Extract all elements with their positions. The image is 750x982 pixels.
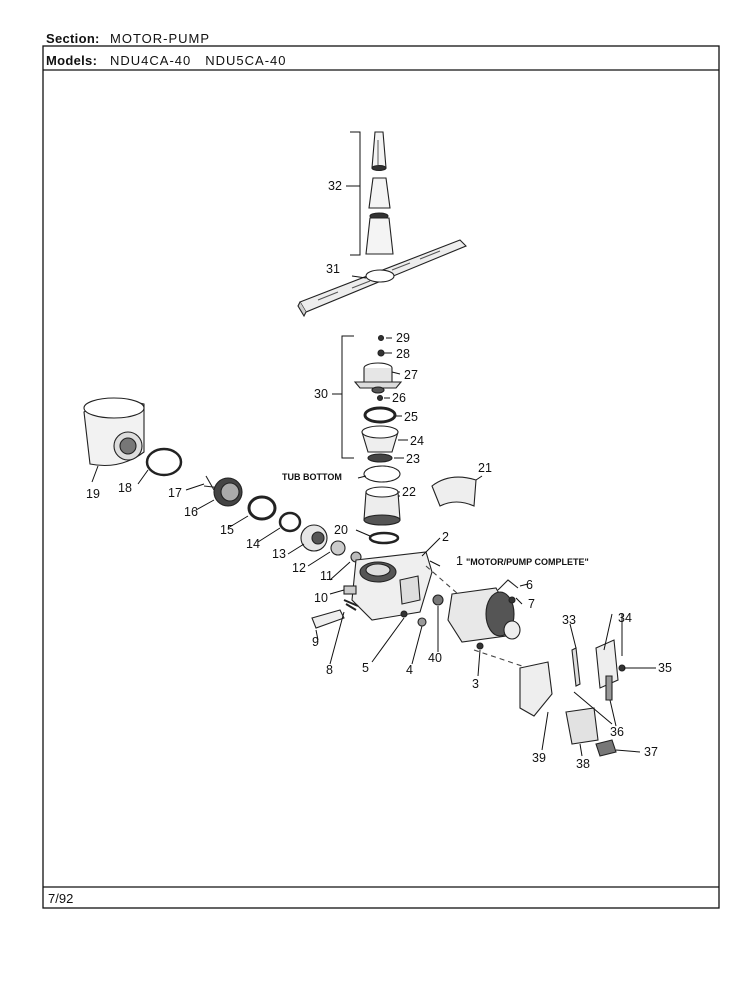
nut-4 xyxy=(417,617,427,627)
model-2: NDU5CA-40 xyxy=(205,53,287,68)
spring xyxy=(343,599,359,611)
spray-arm-tube xyxy=(365,131,394,255)
pump-housing-top xyxy=(363,486,401,526)
label-4: 4 xyxy=(406,663,413,677)
label-16: 16 xyxy=(184,505,198,519)
sump-housing xyxy=(83,397,145,467)
motor-bracket xyxy=(519,661,553,717)
chopper-impeller xyxy=(213,477,243,507)
screw-7 xyxy=(508,596,516,604)
label-25: 25 xyxy=(404,410,418,424)
label-11: 11 xyxy=(320,569,333,583)
grommet-mount xyxy=(565,707,599,745)
pump-impeller xyxy=(300,524,328,552)
label-27: 27 xyxy=(404,368,418,382)
o-ring xyxy=(278,511,302,533)
label-38: 38 xyxy=(576,757,590,771)
model-1: NDU4CA-40 xyxy=(110,53,192,68)
label-32: 32 xyxy=(328,179,342,193)
models-line: Models: NDU4CA-40 NDU5CA-40 xyxy=(46,53,287,68)
nut-40 xyxy=(432,594,444,606)
label-22: 22 xyxy=(402,485,416,499)
motor-pump-complete-label: "MOTOR/PUMP COMPLETE" xyxy=(466,557,589,567)
label-13: 13 xyxy=(272,547,286,561)
lower-spray-arm xyxy=(297,239,467,318)
section-line: Section: MOTOR-PUMP xyxy=(46,31,210,46)
gasket xyxy=(247,495,277,521)
seal xyxy=(330,540,346,556)
label-5: 5 xyxy=(362,661,369,675)
footer-date: 7/92 xyxy=(48,891,74,906)
label-2: 2 xyxy=(442,530,449,544)
label-3: 3 xyxy=(472,677,479,691)
label-34: 34 xyxy=(618,611,632,625)
fitting xyxy=(343,585,357,595)
clamp-ring xyxy=(368,531,400,545)
pump-body xyxy=(351,551,433,621)
label-37: 37 xyxy=(644,745,658,759)
label-20: 20 xyxy=(334,523,348,537)
label-36: 36 xyxy=(610,725,624,739)
label-35: 35 xyxy=(658,661,672,675)
strap xyxy=(571,647,581,687)
label-17: 17 xyxy=(168,486,182,500)
label-26: 26 xyxy=(392,391,406,405)
section-value: MOTOR-PUMP xyxy=(110,31,211,46)
label-19: 19 xyxy=(86,487,100,501)
label-31: 31 xyxy=(326,262,340,276)
label-33: 33 xyxy=(562,613,576,627)
hose-clamp xyxy=(145,447,183,477)
label-28: 28 xyxy=(396,347,410,361)
label-7: 7 xyxy=(528,597,535,611)
tub-bottom-label: TUB BOTTOM xyxy=(282,472,342,482)
label-24: 24 xyxy=(410,434,424,448)
screw-5 xyxy=(400,610,408,618)
label-21: 21 xyxy=(478,461,492,475)
label-9: 9 xyxy=(312,635,319,649)
label-18: 18 xyxy=(118,481,132,495)
drain-hose-elbow xyxy=(431,476,477,507)
motor xyxy=(447,587,521,650)
label-14: 14 xyxy=(246,537,260,551)
models-label: Models: xyxy=(46,53,98,68)
label-29: 29 xyxy=(396,331,410,345)
label-1: 1 xyxy=(456,554,463,568)
assembly-lines xyxy=(425,565,529,669)
page-border xyxy=(42,45,720,909)
label-39: 39 xyxy=(532,751,546,765)
label-8: 8 xyxy=(326,663,333,677)
pin xyxy=(311,609,345,629)
clip-37 xyxy=(595,739,617,757)
label-30: 30 xyxy=(314,387,328,401)
leader-lines xyxy=(91,131,656,757)
spring-36 xyxy=(605,675,613,701)
wire-clip xyxy=(497,579,519,591)
spray-arm-support-stack xyxy=(353,334,403,483)
label-12: 12 xyxy=(292,561,306,575)
label-10: 10 xyxy=(314,591,328,605)
label-23: 23 xyxy=(406,452,420,466)
label-40: 40 xyxy=(428,651,442,665)
label-6: 6 xyxy=(526,578,533,592)
label-15: 15 xyxy=(220,523,234,537)
section-label: Section: xyxy=(46,31,100,46)
